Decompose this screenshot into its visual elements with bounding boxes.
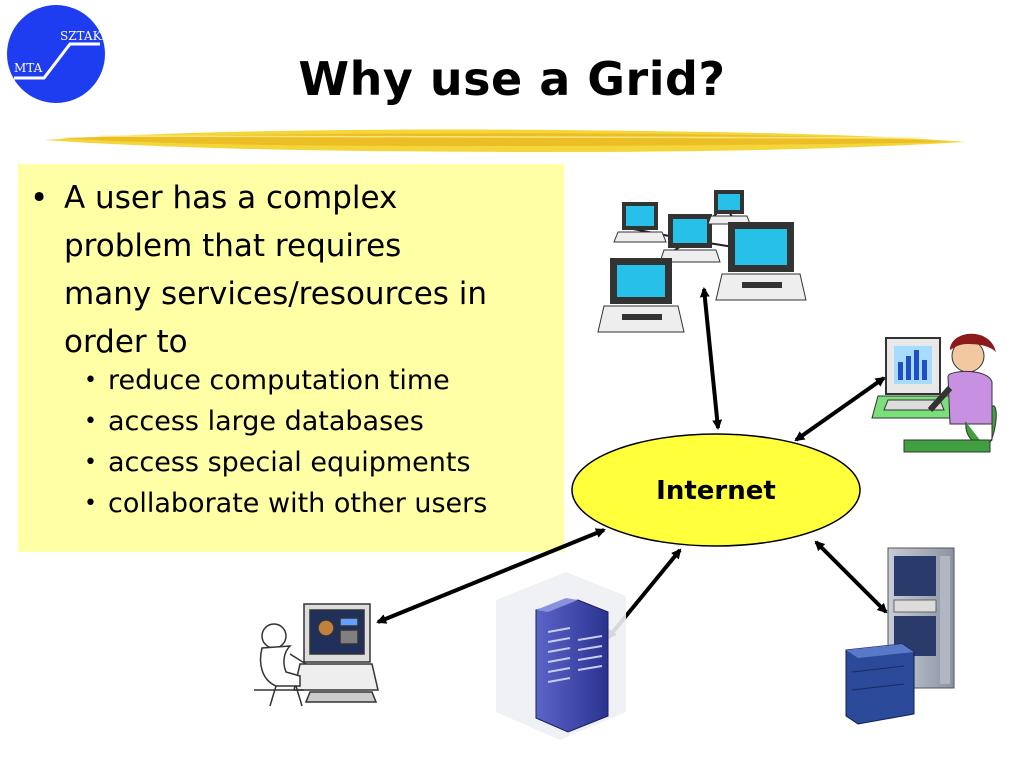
sub-bullet-item: •access large databases	[84, 401, 554, 442]
bullet-textbox: • A user has a complex problem that requ…	[18, 164, 564, 552]
computer-network-icon	[598, 190, 806, 332]
logo-text-right: SZTAKI	[60, 29, 107, 43]
sub-bullet-text: access special equipments	[108, 442, 471, 483]
sub-bullet-list: •reduce computation time •access large d…	[84, 360, 554, 524]
internet-label: Internet	[656, 476, 776, 506]
bullet-dot: •	[28, 174, 64, 366]
sub-bullet-text: collaborate with other users	[108, 483, 487, 524]
arrow-supercomputer	[816, 542, 886, 612]
main-bullet-text: A user has a complex problem that requir…	[64, 174, 487, 366]
sub-bullet-item: •access special equipments	[84, 442, 554, 483]
arrow-network	[704, 289, 718, 428]
arrow-user	[796, 378, 884, 440]
bullet-dot: •	[84, 442, 108, 483]
slide-title: Why use a Grid?	[0, 52, 1024, 106]
sub-bullet-item: •reduce computation time	[84, 360, 554, 401]
sub-bullet-text: access large databases	[108, 401, 424, 442]
bullet-dot: •	[84, 360, 108, 401]
sub-bullet-text: reduce computation time	[108, 360, 450, 401]
main-bullet-item: • A user has a complex problem that requ…	[28, 174, 558, 366]
internet-hub: Internet	[572, 434, 860, 546]
title-underline-brush	[40, 118, 970, 160]
supercomputer-icon	[846, 548, 954, 724]
sub-bullet-item: •collaborate with other users	[84, 483, 554, 524]
server-rack-icon	[496, 572, 626, 740]
person-at-computer-icon	[254, 604, 378, 706]
main-bullet-list: • A user has a complex problem that requ…	[28, 174, 558, 366]
bullet-dot: •	[84, 401, 108, 442]
user-at-workstation-icon	[872, 334, 996, 452]
bullet-dot: •	[84, 483, 108, 524]
